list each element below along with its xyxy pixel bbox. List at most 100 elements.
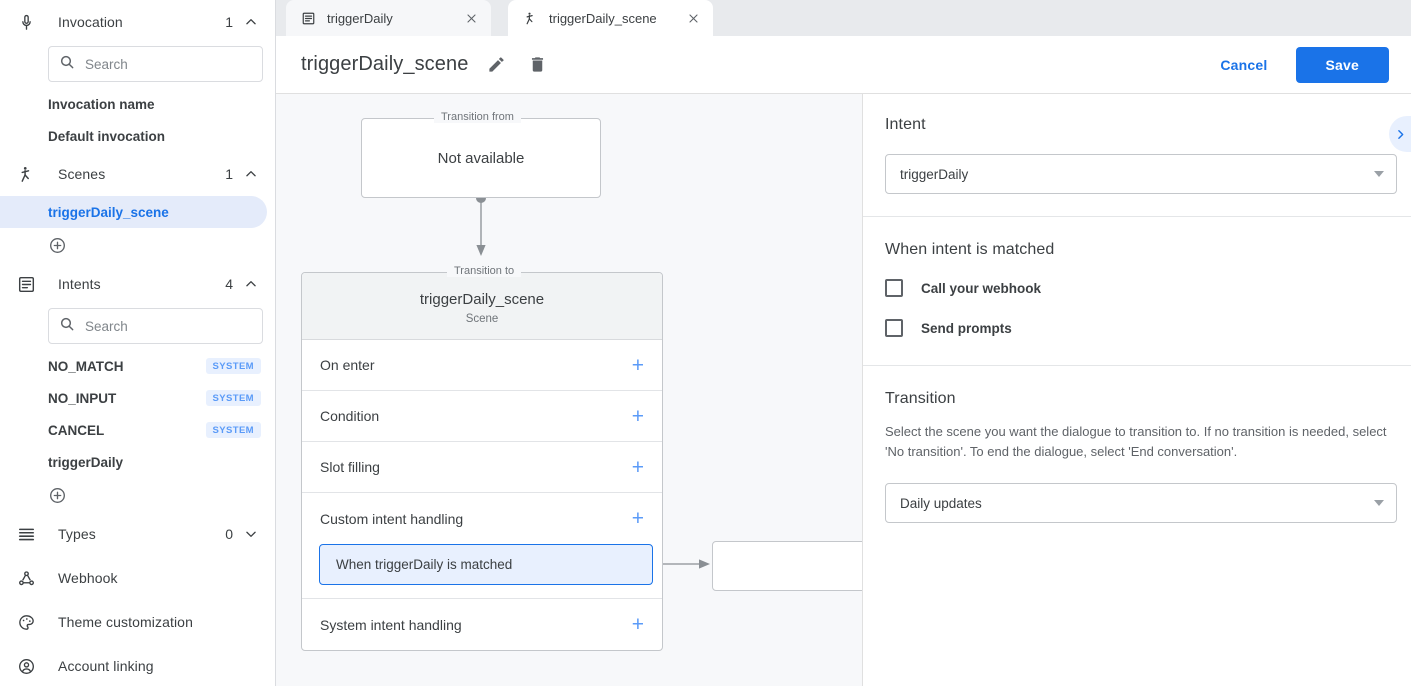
- system-badge: SYSTEM: [205, 358, 261, 374]
- transition-select-value: Daily updates: [900, 495, 982, 511]
- sidebar-item-triggerdaily-scene[interactable]: triggerDaily_scene: [0, 196, 267, 228]
- plus-circle-icon: [50, 237, 65, 253]
- sidebar-group-count: 1: [225, 166, 233, 182]
- chevron-down-icon: [1374, 500, 1384, 506]
- sidebar-item-theme-customization[interactable]: Theme customization: [0, 600, 275, 644]
- sidebar-item-cancel[interactable]: CANCEL SYSTEM: [0, 414, 275, 446]
- scene-card-subtitle: Scene: [465, 313, 499, 325]
- chevron-right-icon[interactable]: [1389, 116, 1411, 152]
- sidebar-item-webhook[interactable]: Webhook: [0, 556, 275, 600]
- when-intent-matched-section: When intent is matched Call your webhook…: [863, 217, 1411, 366]
- sidebar-item-label: CANCEL: [48, 422, 105, 438]
- add-condition-icon[interactable]: +: [631, 404, 644, 428]
- chevron-down-icon[interactable]: [243, 526, 259, 542]
- chevron-up-icon[interactable]: [243, 14, 259, 30]
- tab-strip: triggerDaily triggerDaily_scene: [276, 0, 1411, 36]
- sidebar-item-label: Account linking: [58, 658, 154, 674]
- transition-to-legend: Transition to: [447, 265, 522, 277]
- add-scene-button[interactable]: [0, 228, 275, 262]
- tab-label: triggerDaily: [327, 10, 393, 26]
- sidebar-item-label: Webhook: [58, 570, 118, 586]
- transition-from-text: Not available: [437, 149, 525, 167]
- sidebar-item-label: Theme customization: [58, 614, 193, 630]
- tab-triggerdaily-scene[interactable]: triggerDaily_scene: [508, 0, 713, 36]
- sidebar-item-label: Invocation name: [48, 96, 155, 112]
- transition-section: Transition Select the scene you want the…: [863, 366, 1411, 549]
- palette-icon: [14, 610, 38, 634]
- intent-handler-item[interactable]: When triggerDaily is matched: [319, 544, 653, 585]
- intent-details-panel: Intent triggerDaily When intent is match…: [862, 94, 1411, 686]
- scene-row-on-enter[interactable]: On enter +: [302, 340, 662, 391]
- chevron-up-icon[interactable]: [243, 166, 259, 182]
- add-system-intent-handling-icon[interactable]: +: [631, 613, 644, 636]
- left-sidebar: Invocation 1 Search Invocation name Defa…: [0, 0, 276, 686]
- system-badge: SYSTEM: [205, 390, 261, 406]
- checkbox-unchecked-icon[interactable]: [885, 319, 903, 337]
- invocation-search-input[interactable]: Search: [48, 46, 263, 82]
- sidebar-group-scenes[interactable]: Scenes 1: [0, 152, 275, 196]
- scene-card-name: triggerDaily_scene: [419, 291, 545, 308]
- sidebar-item-no-input[interactable]: NO_INPUT SYSTEM: [0, 382, 275, 414]
- sidebar-item-label: NO_MATCH: [48, 358, 124, 374]
- intents-icon: [14, 272, 38, 296]
- save-button[interactable]: Save: [1295, 46, 1389, 83]
- sidebar-group-intents[interactable]: Intents 4: [0, 262, 275, 306]
- scenes-icon: [14, 162, 38, 186]
- intent-select[interactable]: triggerDaily: [885, 154, 1397, 194]
- edge-arrow-down: [476, 245, 486, 256]
- scene-card-header: triggerDaily_scene Scene: [302, 273, 662, 340]
- sidebar-item-triggerdaily[interactable]: triggerDaily: [0, 446, 275, 478]
- transition-target-node[interactable]: Tr Dail: [712, 541, 862, 591]
- scene-row-system-intent-handling[interactable]: System intent handling +: [302, 599, 662, 650]
- intents-search-input[interactable]: Search: [48, 308, 263, 344]
- send-prompts-checkbox-row[interactable]: Send prompts: [885, 319, 1389, 337]
- cancel-button[interactable]: Cancel: [1206, 48, 1281, 82]
- page-title: triggerDaily_scene: [301, 53, 469, 75]
- close-icon[interactable]: [683, 8, 703, 28]
- add-slot-filling-icon[interactable]: +: [631, 455, 644, 479]
- account-icon: [14, 654, 38, 678]
- sidebar-item-label: NO_INPUT: [48, 390, 117, 406]
- call-your-webhook-label: Call your webhook: [921, 280, 1042, 296]
- transition-from-node[interactable]: Transition from Not available: [361, 111, 601, 198]
- scene-row-label: Slot filling: [320, 459, 380, 475]
- scene-section-custom-intent-handling: Custom intent handling + When triggerDai…: [302, 493, 662, 599]
- sidebar-group-count: 4: [225, 276, 233, 292]
- sidebar-group-count: 1: [225, 14, 233, 30]
- intent-tab-icon: [300, 10, 317, 27]
- add-on-enter-icon[interactable]: +: [631, 353, 644, 377]
- tab-triggerdaily[interactable]: triggerDaily: [286, 0, 491, 36]
- scene-row-slot-filling[interactable]: Slot filling +: [302, 442, 662, 493]
- transition-select[interactable]: Daily updates: [885, 483, 1397, 523]
- sidebar-item-default-invocation[interactable]: Default invocation: [0, 120, 275, 152]
- sidebar-item-no-match[interactable]: NO_MATCH SYSTEM: [0, 350, 275, 382]
- add-intent-button[interactable]: [0, 478, 275, 512]
- scene-row-condition[interactable]: Condition +: [302, 391, 662, 442]
- trash-icon[interactable]: [526, 54, 548, 76]
- scene-row-custom-intent-handling[interactable]: Custom intent handling +: [302, 493, 662, 544]
- tab-label: triggerDaily_scene: [549, 10, 657, 26]
- intents-search-placeholder: Search: [85, 318, 128, 334]
- transition-heading: Transition: [885, 390, 956, 407]
- sidebar-item-label: triggerDaily: [48, 454, 124, 470]
- sidebar-item-account-linking[interactable]: Account linking: [0, 644, 275, 686]
- sidebar-group-types[interactable]: Types 0: [0, 512, 275, 556]
- sidebar-group-invocation[interactable]: Invocation 1: [0, 0, 275, 44]
- sidebar-item-label: triggerDaily_scene: [48, 204, 169, 220]
- scene-row-label: Custom intent handling: [320, 510, 464, 527]
- sidebar-group-count: 0: [225, 526, 233, 542]
- scene-graph-canvas[interactable]: Transition from Not available Transition…: [276, 94, 862, 686]
- intent-handler-label: When triggerDaily is matched: [336, 557, 513, 572]
- add-custom-intent-handling-icon[interactable]: +: [631, 507, 644, 530]
- transition-from-legend: Transition from: [434, 111, 521, 123]
- call-your-webhook-checkbox-row[interactable]: Call your webhook: [885, 279, 1389, 297]
- close-icon[interactable]: [461, 8, 481, 28]
- search-icon: [59, 54, 75, 75]
- checkbox-unchecked-icon[interactable]: [885, 279, 903, 297]
- webhook-icon: [14, 566, 38, 590]
- intent-select-value: triggerDaily: [900, 166, 969, 182]
- pencil-icon[interactable]: [485, 54, 507, 76]
- sidebar-item-invocation-name[interactable]: Invocation name: [0, 88, 275, 120]
- scene-tab-icon: [522, 10, 539, 27]
- chevron-up-icon[interactable]: [243, 276, 259, 292]
